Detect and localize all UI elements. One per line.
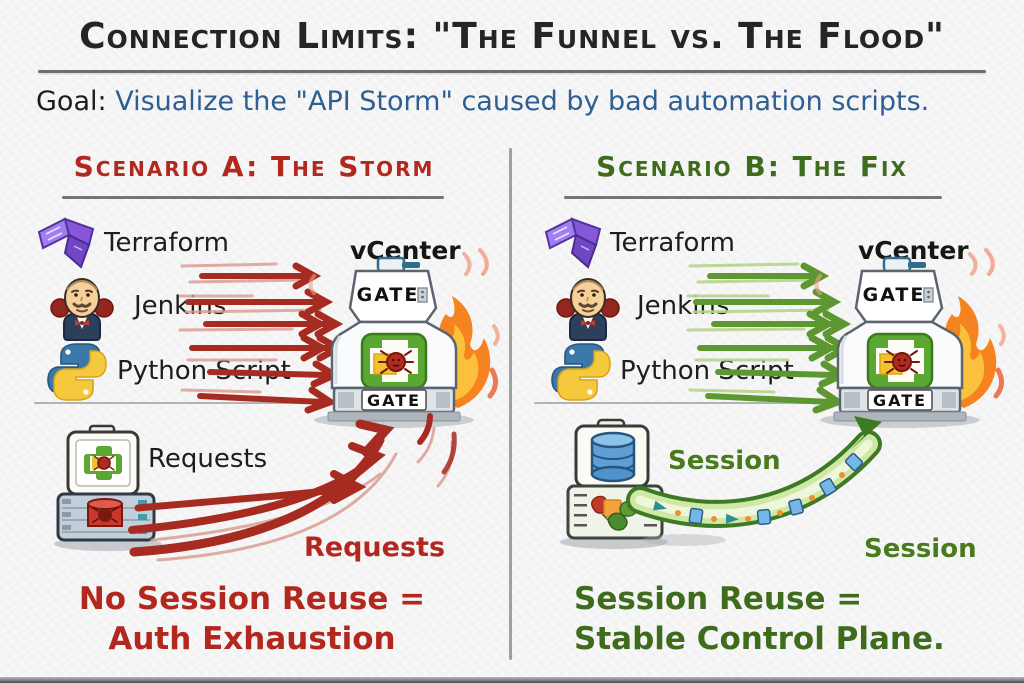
- scenario-b-underline: [564, 196, 942, 199]
- session-pipe: [626, 416, 882, 546]
- vcenter-appliance-a: GATE GATE: [308, 248, 500, 428]
- scenario-b-baseline: [534, 402, 832, 404]
- source-label-terraform-b: Terraform: [610, 228, 735, 258]
- vcenter-appliance-b: GATE GATE: [814, 248, 1006, 428]
- vcenter-label-b: vCenter: [858, 236, 969, 265]
- terraform-icon: [37, 217, 95, 269]
- caption-a-line1: No Session Reuse =: [78, 581, 426, 617]
- page-title: Connection Limits: "The Funnel vs. The F…: [79, 16, 945, 57]
- jenkins-icon: [556, 278, 620, 341]
- caption-a-line2: Auth Exhaustion: [108, 620, 396, 657]
- python-icon: [47, 343, 107, 401]
- request-flood-arrows: [128, 413, 457, 562]
- python-icon: [551, 343, 611, 401]
- jenkins-icon: [50, 278, 114, 341]
- scenario-a-baseline: [34, 402, 334, 404]
- requests-label-black: Requests: [148, 444, 268, 474]
- session-packets: [652, 452, 864, 526]
- title-underline: [38, 70, 986, 73]
- caption-b-line2: Stable Control Plane.: [574, 620, 945, 657]
- scenario-b-header: Scenario B: The Fix: [596, 150, 908, 183]
- storm-arrows: [178, 262, 346, 414]
- bug-icon: [378, 350, 414, 374]
- paper-bottom-edge: [0, 677, 1024, 683]
- goal-text: Visualize the "API Storm" caused by bad …: [115, 86, 930, 117]
- gate-bottom-label-b: GATE: [873, 391, 927, 410]
- goal-line: Goal: Visualize the "API Storm" caused b…: [36, 86, 929, 117]
- bug-icon: [884, 350, 920, 374]
- terraform-icon: [544, 217, 602, 269]
- database-icon: [590, 431, 636, 483]
- fix-arrows: [686, 262, 854, 414]
- scenario-b-caption: Session Reuse = Stable Control Plane.: [574, 580, 994, 659]
- scenario-a-underline: [62, 196, 444, 199]
- gate-bottom-label-a: GATE: [367, 391, 421, 410]
- scenario-a-header: Scenario A: The Storm: [73, 150, 435, 183]
- session-label-1: Session: [668, 446, 781, 476]
- gate-top-label-b: GATE: [863, 284, 926, 306]
- scenario-a-caption: No Session Reuse = Auth Exhaustion: [60, 580, 444, 659]
- source-label-terraform-a: Terraform: [104, 228, 229, 258]
- requests-label-red: Requests: [304, 532, 446, 563]
- gate-top-label-a: GATE: [357, 284, 420, 306]
- caption-b-line1: Session Reuse =: [574, 581, 863, 617]
- goal-label: Goal:: [36, 86, 107, 117]
- vcenter-label-a: vCenter: [350, 236, 461, 265]
- session-label-2: Session: [864, 534, 977, 564]
- panel-divider: [509, 148, 512, 660]
